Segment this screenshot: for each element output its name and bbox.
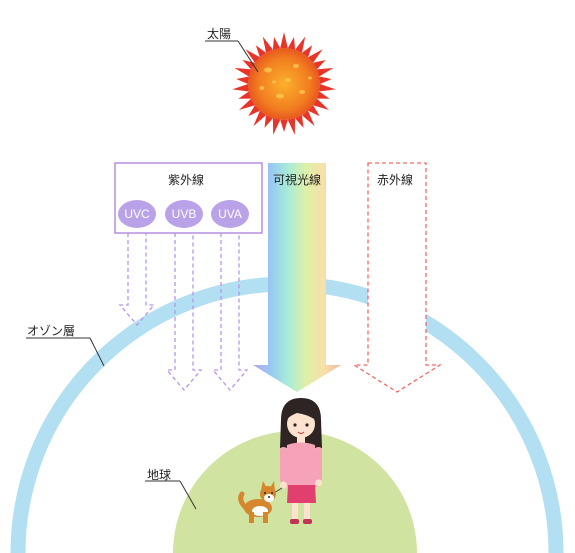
uvb-bubble: UVB <box>165 200 203 228</box>
uvb-arrow <box>165 233 203 392</box>
sun-illustration <box>232 32 336 135</box>
uv-label: 紫外線 <box>168 173 205 187</box>
dog-illustration <box>238 481 276 523</box>
uvc-arrow <box>118 233 156 327</box>
earth-label: 地球 <box>147 468 172 482</box>
sun-ray <box>232 32 336 135</box>
infrared-label: 赤外線 <box>377 173 414 187</box>
sun-rays <box>232 32 336 135</box>
uvc-bubble: UVC <box>118 200 156 228</box>
girl-illustration <box>280 398 322 524</box>
ozone-label: オゾン層 <box>27 324 76 338</box>
uva-bubble: UVA <box>211 200 249 228</box>
sun-label: 太陽 <box>207 27 232 41</box>
visible-light-arrow <box>253 163 341 392</box>
infrared-arrow <box>351 162 443 393</box>
uva-arrow <box>211 233 249 392</box>
visible-light-label: 可視光線 <box>273 173 322 187</box>
